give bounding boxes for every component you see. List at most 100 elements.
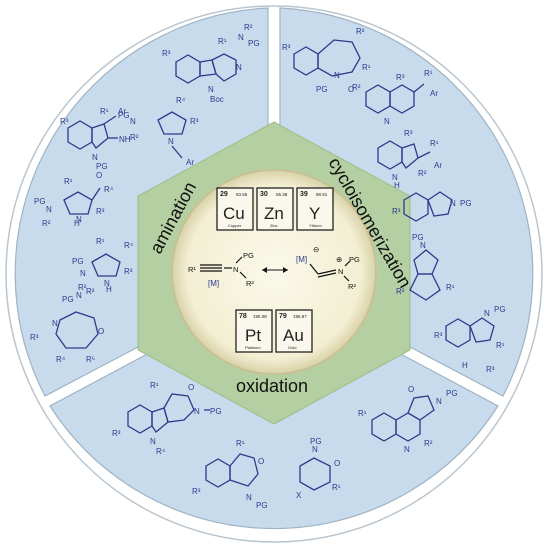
svg-text:R³: R³ bbox=[434, 331, 443, 340]
eq-right-n: N bbox=[338, 267, 343, 276]
svg-text:R³: R³ bbox=[112, 429, 121, 438]
svg-text:N: N bbox=[246, 493, 252, 502]
svg-text:N: N bbox=[436, 397, 442, 406]
eq-right-pg: PG bbox=[349, 255, 360, 264]
element-name: Platinum bbox=[245, 345, 261, 350]
svg-text:N: N bbox=[236, 63, 242, 72]
molecule-bicyclic-pyrrole: N PG R² R¹ bbox=[396, 233, 455, 301]
svg-text:R⁴: R⁴ bbox=[156, 447, 166, 456]
eq-left-m: [M] bbox=[208, 279, 219, 288]
element-mass: 65.38 bbox=[276, 192, 288, 197]
svg-text:O: O bbox=[188, 383, 194, 392]
svg-text:R²: R² bbox=[424, 439, 433, 448]
svg-text:N: N bbox=[150, 437, 156, 446]
svg-text:R¹: R¹ bbox=[100, 107, 109, 116]
molecule-indole-aryl: N H R³ R¹ Ar R² bbox=[377, 129, 442, 190]
svg-text:N: N bbox=[312, 445, 318, 454]
svg-text:R²: R² bbox=[396, 287, 405, 296]
svg-text:Ar: Ar bbox=[434, 161, 442, 170]
svg-text:R¹: R¹ bbox=[150, 381, 159, 390]
molecule-pyrroloquinolinone: O N PG R¹ N R² bbox=[358, 385, 458, 454]
element-mass: 63.55 bbox=[236, 192, 248, 197]
molecule-pyrrole-amino: N R⁴ R³ N PG R² Ar bbox=[118, 96, 199, 167]
svg-text:R³: R³ bbox=[404, 129, 413, 138]
molecule-cyclopropane-fused: N PG R³ R¹ H R³ bbox=[434, 305, 506, 374]
svg-text:N: N bbox=[76, 291, 82, 300]
svg-text:R³: R³ bbox=[124, 267, 133, 276]
svg-text:PG: PG bbox=[494, 305, 506, 314]
element-number: 39 bbox=[300, 191, 308, 198]
element-symbol: Y bbox=[309, 204, 320, 223]
eq-left-r1: R¹ bbox=[188, 265, 196, 274]
eq-right-m: [M] bbox=[296, 255, 307, 264]
svg-text:H: H bbox=[462, 361, 468, 370]
svg-text:R²: R² bbox=[86, 287, 95, 296]
svg-text:PG: PG bbox=[210, 407, 222, 416]
svg-text:N: N bbox=[334, 71, 340, 80]
svg-text:PG: PG bbox=[446, 389, 458, 398]
svg-text:N: N bbox=[484, 309, 490, 318]
svg-text:N: N bbox=[130, 117, 136, 126]
molecule-carbazole-amine: N Boc N R¹ N R² PG R³ bbox=[162, 23, 260, 104]
svg-text:O: O bbox=[348, 85, 354, 94]
svg-text:R²: R² bbox=[42, 219, 51, 228]
molecule-indole-aminoalkyl: N PG R³ R¹ Ar NH bbox=[60, 107, 131, 171]
svg-text:N: N bbox=[238, 33, 244, 42]
svg-text:Ar: Ar bbox=[118, 107, 126, 116]
svg-text:R¹: R¹ bbox=[64, 177, 73, 186]
eq-left-r2: R² bbox=[246, 279, 254, 288]
svg-text:O: O bbox=[96, 171, 102, 180]
svg-text:R⁴: R⁴ bbox=[176, 96, 186, 105]
svg-text:PG: PG bbox=[72, 257, 84, 266]
eq-right-plus: ⊕ bbox=[336, 255, 342, 264]
svg-text:R⁵: R⁵ bbox=[86, 355, 95, 364]
molecule-morpholinone: N PG O X R¹ bbox=[296, 437, 341, 500]
svg-text:PG: PG bbox=[412, 233, 424, 242]
svg-text:R³: R³ bbox=[392, 207, 401, 216]
element-symbol: Au bbox=[283, 326, 304, 345]
svg-text:O: O bbox=[98, 327, 104, 336]
svg-text:O: O bbox=[334, 459, 340, 468]
svg-text:N: N bbox=[404, 445, 410, 454]
element-mass: 88.91 bbox=[316, 192, 328, 197]
svg-text:R²: R² bbox=[356, 27, 365, 36]
svg-text:PG: PG bbox=[310, 437, 322, 446]
svg-text:PG: PG bbox=[460, 199, 472, 208]
svg-text:PG: PG bbox=[62, 295, 74, 304]
eq-right-r2: R² bbox=[348, 282, 356, 291]
svg-text:R³: R³ bbox=[396, 73, 405, 82]
svg-text:R³: R³ bbox=[96, 207, 105, 216]
svg-text:R¹: R¹ bbox=[236, 439, 245, 448]
svg-text:N: N bbox=[104, 279, 110, 288]
svg-text:R²: R² bbox=[418, 169, 427, 178]
svg-text:R¹: R¹ bbox=[446, 283, 455, 292]
svg-text:R¹: R¹ bbox=[430, 139, 439, 148]
svg-text:H: H bbox=[394, 181, 400, 190]
svg-text:Ar: Ar bbox=[430, 89, 438, 98]
molecule-pyrrole-amino-2: N H R¹ R⁴ R³ PG N R² bbox=[72, 237, 134, 294]
svg-text:R²: R² bbox=[78, 283, 87, 292]
svg-text:PG: PG bbox=[96, 162, 108, 171]
svg-text:R¹: R¹ bbox=[358, 409, 367, 418]
molecule-benzazepinone: R³ N PG O R¹ R² bbox=[282, 27, 371, 94]
svg-text:R¹: R¹ bbox=[218, 37, 227, 46]
svg-text:H: H bbox=[106, 285, 112, 294]
svg-text:R³: R³ bbox=[30, 333, 39, 342]
svg-text:N: N bbox=[46, 205, 52, 214]
svg-text:N: N bbox=[450, 199, 456, 208]
element-name: Yttrium bbox=[309, 223, 322, 228]
svg-text:PG: PG bbox=[34, 197, 46, 206]
svg-text:R³: R³ bbox=[486, 365, 495, 374]
svg-text:R³: R³ bbox=[162, 49, 171, 58]
svg-text:R¹: R¹ bbox=[496, 341, 505, 350]
svg-text:R¹: R¹ bbox=[424, 69, 433, 78]
svg-text:O: O bbox=[408, 385, 414, 394]
element-tile-cu: 29 63.55 Cu Copper bbox=[216, 187, 254, 231]
element-number: 30 bbox=[260, 191, 268, 198]
svg-text:Boc: Boc bbox=[210, 95, 224, 104]
svg-text:R¹: R¹ bbox=[332, 483, 341, 492]
svg-text:R³: R³ bbox=[192, 487, 201, 496]
svg-text:R⁴: R⁴ bbox=[56, 355, 66, 364]
svg-text:R¹: R¹ bbox=[96, 237, 105, 246]
